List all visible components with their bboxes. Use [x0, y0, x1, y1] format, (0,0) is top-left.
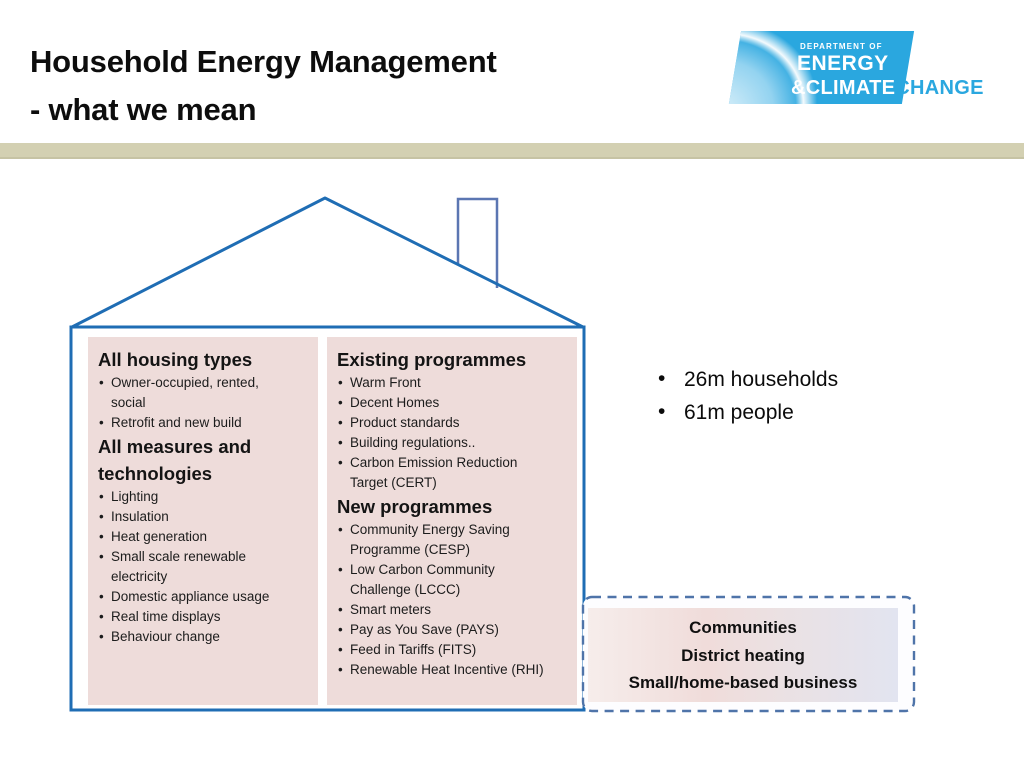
community-line-2: District heating	[681, 645, 805, 665]
list-item: Low Carbon Community Challenge (LCCC)	[337, 560, 569, 600]
list-item: Feed in Tariffs (FITS)	[337, 640, 569, 660]
list-item: Community Energy Saving Programme (CESP)	[337, 520, 569, 560]
left-panel-heading-2: All measures and technologies	[98, 436, 252, 484]
list-item: Small scale renewable electricity	[98, 547, 310, 587]
community-line-1: Communities	[689, 618, 797, 637]
left-panel-heading-1: All housing types	[98, 349, 253, 370]
logo-energy-label: ENERGY	[797, 52, 889, 75]
stats-list: 26m households 61m people	[655, 362, 838, 429]
community-box: Communities District heating Small/home-…	[588, 608, 898, 702]
list-item: Renewable Heat Incentive (RHI)	[337, 660, 569, 680]
stat-people: 61m people	[655, 395, 838, 429]
left-panel-housing: All housing types Owner-occupied, rented…	[88, 337, 318, 705]
logo-change-label: CHANGE	[895, 77, 984, 99]
logo-climate-label: &CLIMATE	[791, 77, 896, 99]
list-item: Real time displays	[98, 607, 310, 627]
right-panel-heading-1: Existing programmes	[337, 349, 527, 370]
divider-bar	[0, 143, 1024, 159]
house-body-outline	[69, 325, 586, 712]
list-item: Domestic appliance usage	[98, 587, 310, 607]
list-item: Product standards	[337, 413, 569, 433]
list-item: Smart meters	[337, 600, 569, 620]
stat-households: 26m households	[655, 362, 838, 396]
list-item: Carbon Emission Reduction Target (CERT)	[337, 453, 569, 493]
list-item: Owner-occupied, rented, social	[98, 373, 310, 413]
list-item: Pay as You Save (PAYS)	[337, 620, 569, 640]
community-line-3: Small/home-based business	[628, 673, 858, 692]
right-panel-heading-2: New programmes	[337, 496, 493, 517]
list-item: Warm Front	[337, 373, 569, 393]
list-item: Decent Homes	[337, 393, 569, 413]
list-item: Building regulations..	[337, 433, 569, 453]
list-item: Lighting	[98, 487, 310, 507]
logo-climate-change-label: &CLIMATECHANGE	[791, 77, 984, 100]
list-item: Retrofit and new build	[98, 413, 310, 433]
roof-outline	[69, 196, 586, 330]
list-item: Heat generation	[98, 527, 310, 547]
list-item: Behaviour change	[98, 627, 310, 647]
decc-logo: DEPARTMENT OF ENERGY &CLIMATECHANGE	[710, 28, 1020, 110]
list-item: Insulation	[98, 507, 310, 527]
logo-department-of-label: DEPARTMENT OF	[800, 42, 883, 51]
chimney-outline	[456, 197, 499, 288]
page-title: Household Energy Management - what we me…	[30, 44, 497, 127]
right-panel-programmes: Existing programmes Warm Front Decent Ho…	[327, 337, 577, 705]
